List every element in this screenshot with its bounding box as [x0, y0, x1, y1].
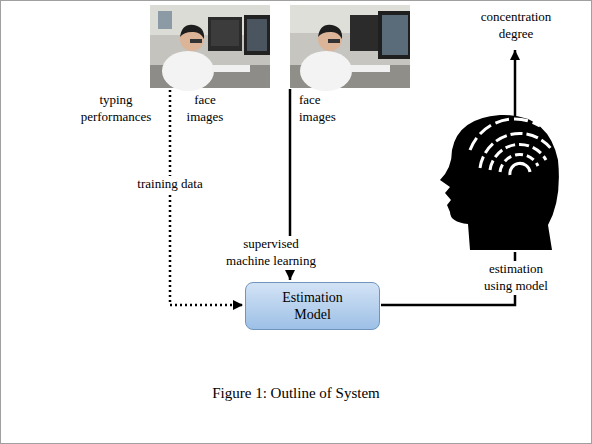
annotation-label: supervised machine learning — [222, 236, 320, 270]
input-photo — [290, 5, 410, 91]
annotation-label: face images — [178, 92, 232, 126]
annotation-label: concentration degree — [475, 9, 557, 43]
annotation-label: face images — [298, 92, 352, 126]
box-label: Estimation Model — [271, 289, 355, 324]
head-brain-icon — [440, 115, 559, 250]
output-arrow — [514, 50, 517, 116]
figure-caption: Figure 1: Outline of System — [212, 385, 380, 402]
training-flow — [170, 90, 243, 305]
annotation-label: training data — [136, 176, 203, 193]
training-photo — [150, 5, 270, 91]
process-box: Estimation Model — [245, 282, 380, 330]
annotation-label: typing performances — [72, 92, 160, 126]
annotation-label: estimation using model — [480, 261, 552, 295]
